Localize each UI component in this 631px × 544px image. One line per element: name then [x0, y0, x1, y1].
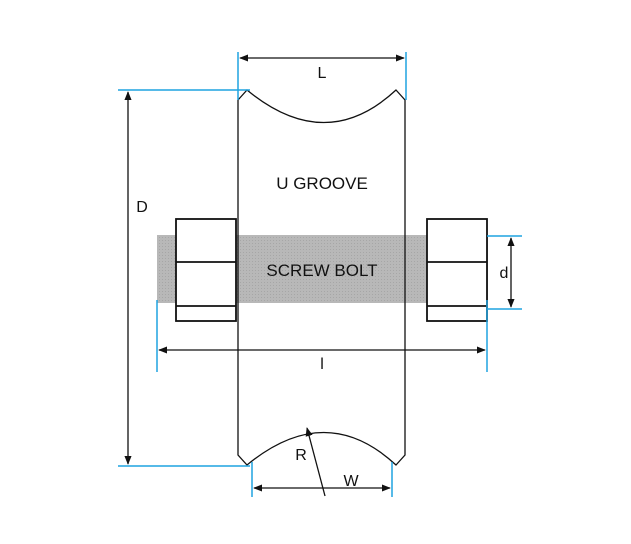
right-nut [426, 218, 488, 322]
dim-label-l: l [320, 356, 324, 373]
dim-label-D: D [136, 199, 148, 216]
dim-label-R: R [295, 447, 307, 464]
wheel-body [237, 89, 406, 466]
extension-lines [118, 52, 522, 497]
dim-label-d: d [500, 265, 509, 282]
dimension-lines [124, 54, 515, 497]
left-nut [175, 218, 237, 322]
u-groove-label: U GROOVE [276, 174, 368, 193]
dim-label-W: W [343, 473, 359, 490]
dim-label-L: L [318, 65, 327, 82]
dim-line-R [305, 427, 326, 497]
screw-bolt-label: SCREW BOLT [266, 261, 377, 280]
